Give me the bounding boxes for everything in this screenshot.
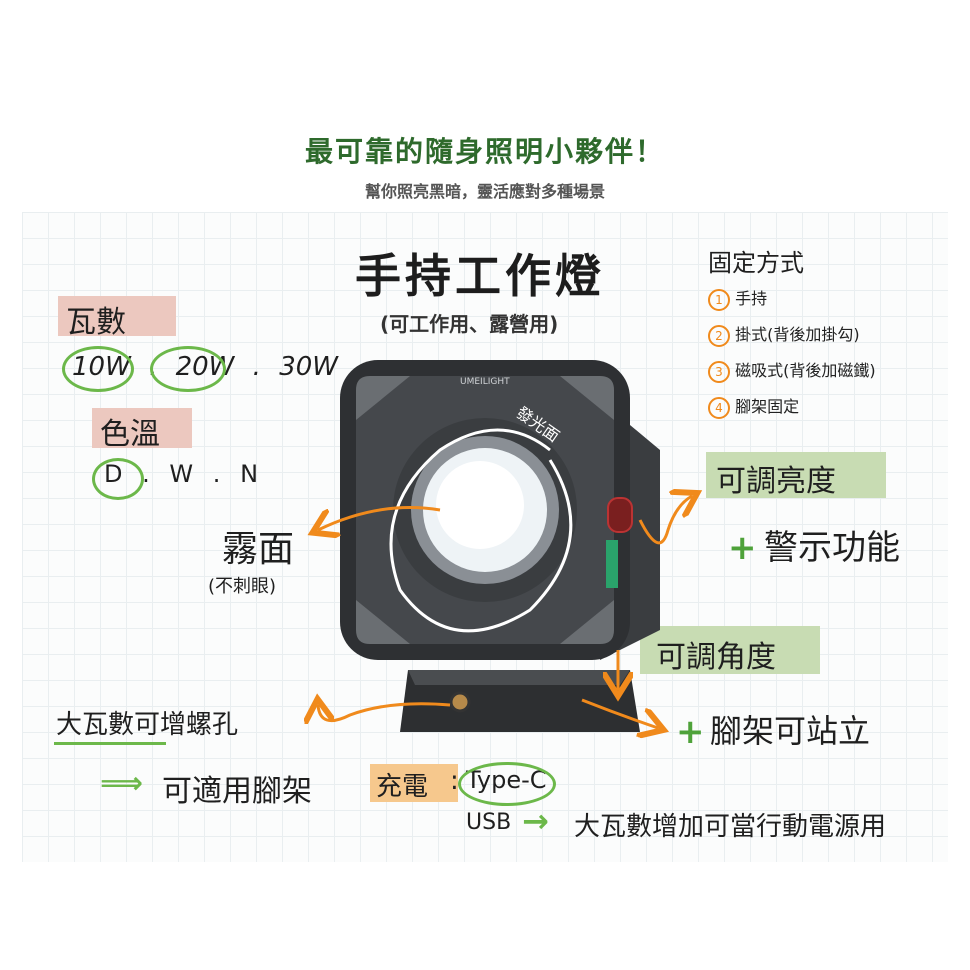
wattage-30w: 30W (279, 352, 338, 382)
subheadline: 幫你照亮黑暗，靈活應對多種場景 (364, 182, 605, 201)
fixing-title: 固定方式 (708, 249, 804, 277)
screw-label: 大瓦數可增螺孔 (56, 710, 239, 740)
fog-note: (不刺眼) (208, 576, 277, 597)
charging-extra: 大瓦數增加可當行動電源用 (574, 812, 887, 842)
charging-tape (370, 764, 458, 802)
charging-colon: : (450, 766, 459, 796)
color-temp-n: N (240, 460, 259, 488)
screw-underline (54, 742, 166, 745)
stand-base (400, 670, 640, 732)
fixing-number: 3 (708, 361, 730, 383)
fixing-item: 2 掛式(背後加掛勾) (708, 321, 876, 347)
charging-usb: USB (466, 810, 512, 835)
color-temp-separator: . (212, 460, 221, 488)
color-temp-separator: . (142, 460, 150, 488)
wattage-10w-circle (62, 346, 134, 392)
bumper-top-left (356, 376, 410, 420)
screw-extra: 可適用腳架 (162, 774, 312, 809)
color-temp-label: 色溫 (100, 417, 160, 452)
wattage-label: 瓦數 (66, 305, 126, 340)
fixing-number: 4 (708, 397, 730, 419)
fixing-number: 2 (708, 325, 730, 347)
wattage-tape (58, 296, 176, 336)
angle-label: 可調角度 (656, 640, 776, 675)
power-button-icon (607, 497, 633, 533)
color-temp-d-circle (92, 458, 144, 500)
angle-extra: 腳架可站立 (710, 712, 871, 750)
headline: 最可靠的隨身照明小夥伴！ (304, 135, 665, 168)
brightness-plus: + (728, 528, 757, 568)
fixing-text: 掛式(背後加掛勾) (735, 325, 860, 344)
lamp-center (436, 461, 524, 549)
bumper-bottom-right (560, 600, 614, 644)
battery-indicator (606, 540, 618, 588)
fixing-number: 1 (708, 289, 730, 311)
fixing-text: 磁吸式(背後加磁鐵) (735, 361, 876, 380)
wattage-separator: . (252, 352, 261, 382)
charging-type-circle (458, 762, 556, 806)
color-temp-tape (92, 408, 192, 448)
screw-arrow-icon: ⟹ (100, 766, 144, 801)
angle-tape (640, 626, 820, 674)
brightness-extra: 警示功能 (764, 528, 900, 568)
angle-plus: + (676, 712, 705, 752)
color-temp-w: W (169, 460, 194, 488)
product-title: 手持工作燈 (355, 249, 605, 303)
brand-logo: UMEILIGHT (460, 377, 510, 387)
fixing-text: 手持 (735, 289, 768, 308)
product-usage: (可工作用、露營用) (380, 312, 559, 336)
brightness-label: 可調亮度 (716, 464, 836, 499)
fog-label: 霧面 (222, 529, 295, 570)
charging-arrow-icon: → (522, 802, 549, 840)
charging-label: 充電 (376, 772, 429, 802)
work-light-image: UMEILIGHT 發光面 (340, 360, 660, 732)
fixing-text: 腳架固定 (735, 397, 800, 416)
brightness-tape (706, 452, 886, 498)
bumper-top-right (560, 376, 614, 420)
bumper-bottom-left (356, 600, 410, 644)
screw-hole-icon (449, 691, 471, 713)
fixing-item: 1 手持 (708, 285, 876, 311)
wattage-20w-circle (150, 346, 226, 392)
fixing-list: 1 手持 2 掛式(背後加掛勾) 3 磁吸式(背後加磁鐵) 4 腳架固定 (708, 285, 876, 419)
fixing-item: 4 腳架固定 (708, 393, 876, 419)
stand-top (408, 670, 630, 685)
fixing-item: 3 磁吸式(背後加磁鐵) (708, 357, 876, 383)
face-swirl (389, 428, 573, 633)
